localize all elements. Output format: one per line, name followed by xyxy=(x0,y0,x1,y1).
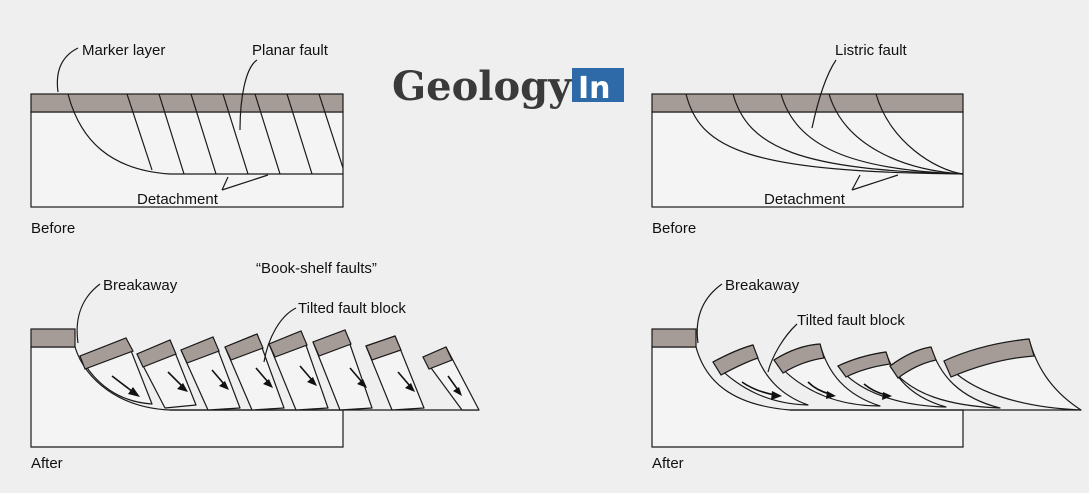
listric-blocks xyxy=(712,338,1082,411)
logo-badge-text: In xyxy=(578,71,611,106)
planar-before-caption: Before xyxy=(31,220,75,237)
planar-fault-line xyxy=(158,93,185,175)
block-marker xyxy=(837,351,891,378)
listric-before-caption: Before xyxy=(652,220,696,237)
planar-fault-line xyxy=(222,93,249,175)
arrow-head-icon xyxy=(882,392,892,400)
planar-tilted-block-label: Tilted fault block xyxy=(298,300,406,317)
planar-breakaway-label: Breakaway xyxy=(103,277,178,294)
listric-breakaway-label: Breakaway xyxy=(725,277,800,294)
slip-arrow xyxy=(299,365,313,381)
arrow-head-icon xyxy=(128,387,140,397)
listric-before-panel: Listric fault Detachment Before xyxy=(651,42,964,237)
listric-fault-curve xyxy=(685,93,964,175)
planar-fault-line xyxy=(126,93,153,171)
listric-fault-curve xyxy=(780,93,964,175)
block-marker xyxy=(712,344,759,376)
arrow-head-icon xyxy=(263,379,273,388)
detachment-leader xyxy=(221,174,269,191)
planar-fault-line xyxy=(286,93,313,175)
block-marker xyxy=(773,343,825,374)
listric-slip-arrows xyxy=(741,381,892,400)
listric-detachment-leader xyxy=(851,174,899,191)
block-marker xyxy=(136,339,177,368)
arrow-head-icon xyxy=(453,387,462,396)
slip-arrow xyxy=(447,375,459,391)
block-marker xyxy=(79,337,134,370)
listric-fault-curve xyxy=(732,93,964,175)
listric-detachment-leader xyxy=(851,174,861,191)
listric-before-marker-layer xyxy=(651,93,964,113)
arrow-head-icon xyxy=(307,377,317,386)
listric-fault-label: Listric fault xyxy=(835,42,908,59)
arrow-head-icon xyxy=(219,381,229,390)
slip-arrow xyxy=(397,371,411,387)
block-marker xyxy=(268,330,308,358)
listric-after-panel: Breakaway Tilted fault block After xyxy=(651,277,1082,472)
planar-after-panel: Breakaway “Book-shelf faults” Tilted fau… xyxy=(30,260,480,472)
arrow-head-icon xyxy=(177,383,188,392)
block-marker xyxy=(889,346,937,379)
planar-fault-line xyxy=(254,93,281,175)
block-marker xyxy=(180,336,220,364)
planar-before-panel: Marker layer Planar fault Detachment Bef… xyxy=(30,42,344,237)
listric-breakaway-leader xyxy=(696,283,723,344)
slip-arrow xyxy=(349,367,363,383)
block-marker xyxy=(943,338,1035,378)
planar-fault-line xyxy=(190,93,217,175)
arrow-head-icon xyxy=(357,379,367,388)
breakaway-leader xyxy=(76,283,101,344)
tilted-block-leader xyxy=(263,307,297,363)
planar-after-caption: After xyxy=(31,455,63,472)
arrow-head-icon xyxy=(826,391,836,399)
planar-fault-label: Planar fault xyxy=(252,42,329,59)
logo-badge xyxy=(572,68,624,102)
arrow-head-icon xyxy=(405,383,415,392)
slip-arrow xyxy=(255,367,269,383)
block-marker xyxy=(365,335,402,361)
listric-fault-leader xyxy=(811,59,837,129)
planar-detachment-label: Detachment xyxy=(137,191,219,208)
block-marker xyxy=(422,346,453,370)
planar-fault-line xyxy=(318,93,344,169)
planar-after-footwall-marker xyxy=(30,328,76,348)
listric-tilted-block-leader xyxy=(767,323,798,373)
logo-word: Geology xyxy=(392,63,573,110)
listric-fault-curve xyxy=(875,93,964,175)
listric-after-caption: After xyxy=(652,455,684,472)
marker-leader xyxy=(56,47,79,93)
listric-fault-curve xyxy=(828,93,964,175)
slip-arrows xyxy=(111,365,462,397)
listric-tilted-block-label: Tilted fault block xyxy=(797,312,905,329)
slip-arrow xyxy=(211,369,225,385)
listric-after-footwall-marker xyxy=(651,328,697,348)
marker-layer-label: Marker layer xyxy=(82,42,165,59)
arrow-head-icon xyxy=(771,391,782,400)
listric-before-box xyxy=(651,111,964,208)
listric-detachment-label: Detachment xyxy=(764,191,846,208)
logo: Geology In xyxy=(392,63,624,110)
block-marker xyxy=(224,333,264,361)
detachment-leader xyxy=(221,176,229,191)
slip-arrow xyxy=(167,371,183,387)
planar-fault-leader xyxy=(239,59,258,131)
block-marker xyxy=(312,329,352,357)
bookshelf-blocks xyxy=(79,329,480,411)
slip-arrow xyxy=(111,375,134,393)
bookshelf-faults-label: “Book-shelf faults” xyxy=(256,260,377,277)
planar-before-listric-base xyxy=(67,93,343,175)
planar-before-marker-layer xyxy=(30,93,344,113)
planar-before-box xyxy=(30,111,344,208)
